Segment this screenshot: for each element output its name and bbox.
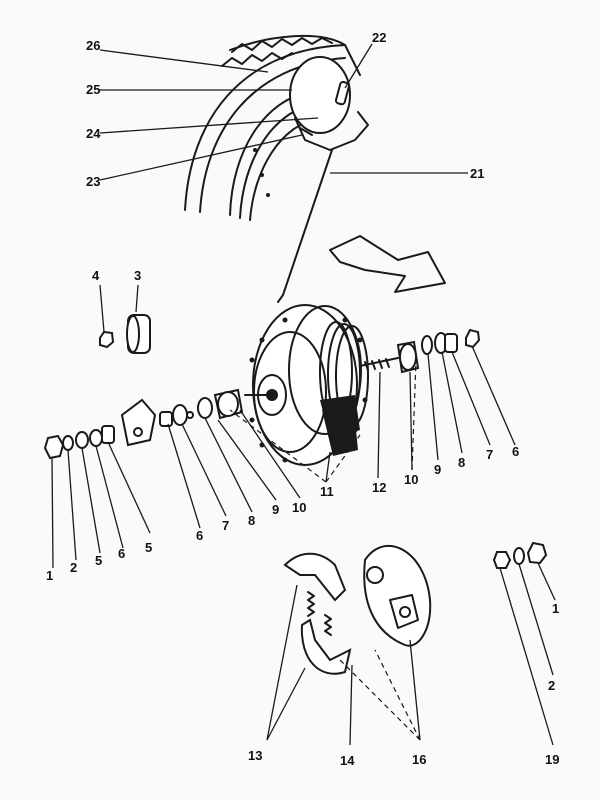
leader-lines (51, 43, 556, 746)
label-2-left: 2 (70, 560, 77, 575)
label-1-right: 1 (552, 601, 559, 616)
label-25: 25 (86, 82, 100, 97)
brake-arm (120, 398, 157, 447)
axle-parts-right (396, 328, 481, 374)
hub-fins (319, 321, 369, 456)
right-nuts (492, 541, 548, 569)
label-3: 3 (134, 268, 141, 283)
label-6-left: 6 (118, 546, 125, 561)
tyre-tread (221, 37, 333, 67)
label-19: 19 (545, 752, 559, 767)
wheel-hub (244, 304, 399, 466)
label-16: 16 (412, 752, 426, 767)
label-9-left: 9 (272, 502, 279, 517)
inner-tube (289, 56, 351, 134)
label-12: 12 (372, 480, 386, 495)
label-5-left: 5 (95, 553, 102, 568)
label-14: 14 (340, 753, 355, 768)
label-8-left: 8 (248, 513, 255, 528)
label-6-right: 6 (512, 444, 519, 459)
axle-parts-left (43, 314, 244, 460)
label-24: 24 (86, 126, 101, 141)
direction-arrow (329, 235, 446, 293)
label-6-mid: 6 (196, 528, 203, 543)
label-7-right: 7 (486, 447, 493, 462)
label-2-right: 2 (548, 678, 555, 693)
wheel-rim-and-tyre (184, 34, 369, 303)
label-26: 26 (86, 38, 100, 53)
label-4: 4 (92, 268, 100, 283)
nut-left (43, 434, 65, 460)
brake-plate (363, 544, 432, 647)
small-nut (99, 330, 115, 349)
spoke (277, 149, 333, 303)
part-labels: 26 25 24 23 22 21 4 3 1 2 5 6 5 6 7 8 9 … (46, 30, 559, 768)
label-9-right: 9 (434, 462, 441, 477)
label-7-left: 7 (222, 518, 229, 533)
label-10-right: 10 (404, 472, 418, 487)
label-8-right: 8 (458, 455, 465, 470)
label-23: 23 (86, 174, 100, 189)
label-1-left: 1 (46, 568, 53, 583)
label-22: 22 (372, 30, 386, 45)
label-13: 13 (248, 748, 262, 763)
label-10-left: 10 (292, 500, 306, 515)
label-5-mid: 5 (145, 540, 152, 555)
rim-tape (294, 111, 369, 151)
label-11: 11 (320, 484, 334, 499)
brake-shoes (283, 552, 352, 675)
label-21: 21 (470, 166, 484, 181)
